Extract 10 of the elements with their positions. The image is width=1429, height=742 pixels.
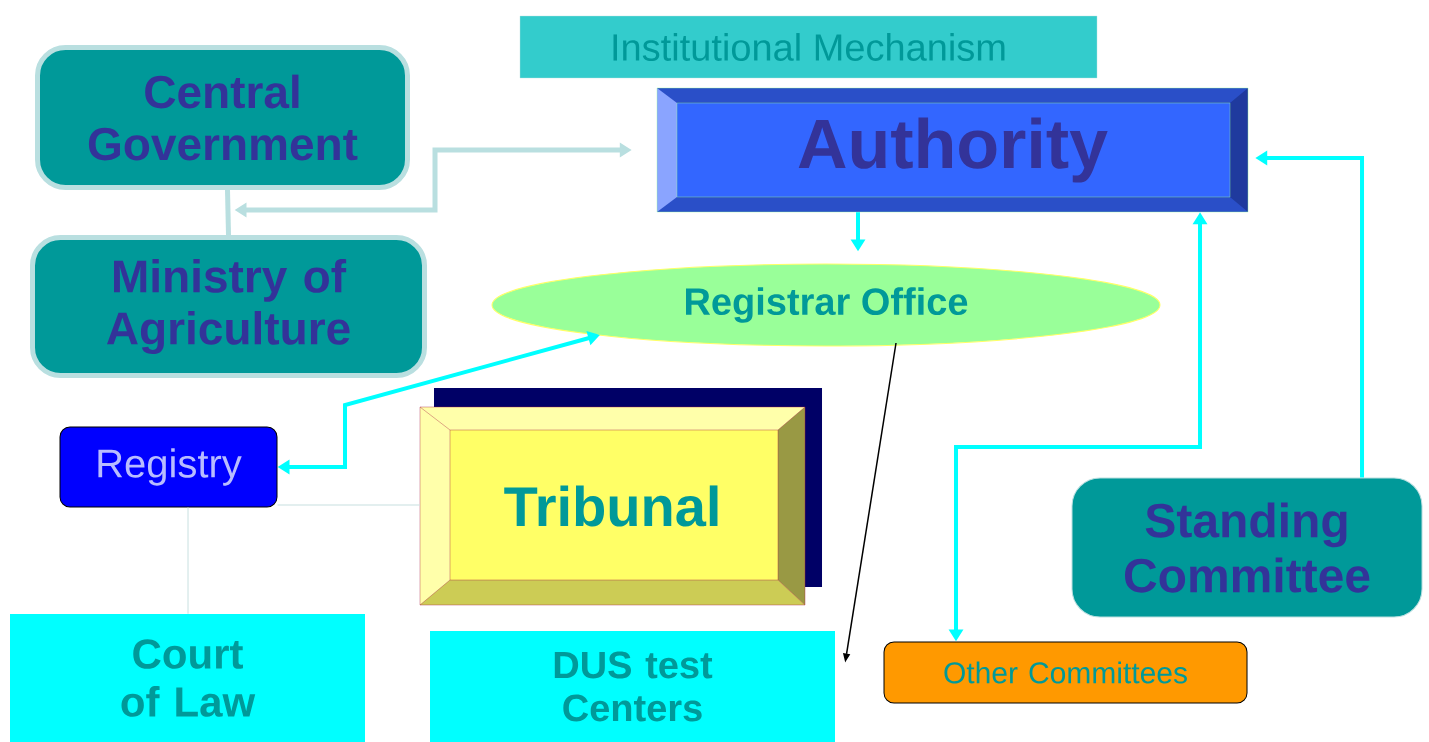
committees-box: Other Committees xyxy=(883,641,1248,704)
connector-line xyxy=(225,189,231,236)
tribunal-box: Tribunal xyxy=(419,388,822,606)
court-box: Court of Law xyxy=(10,614,365,742)
registry-box: Registry xyxy=(59,426,278,508)
agency-box: Central Government xyxy=(35,45,410,190)
agency-box: Ministry of Agriculture xyxy=(30,235,427,378)
authority-box: Authority xyxy=(656,87,1249,213)
centers-box: DUS test Centers xyxy=(430,631,835,742)
committee-box: Standing Committee xyxy=(1071,477,1423,618)
